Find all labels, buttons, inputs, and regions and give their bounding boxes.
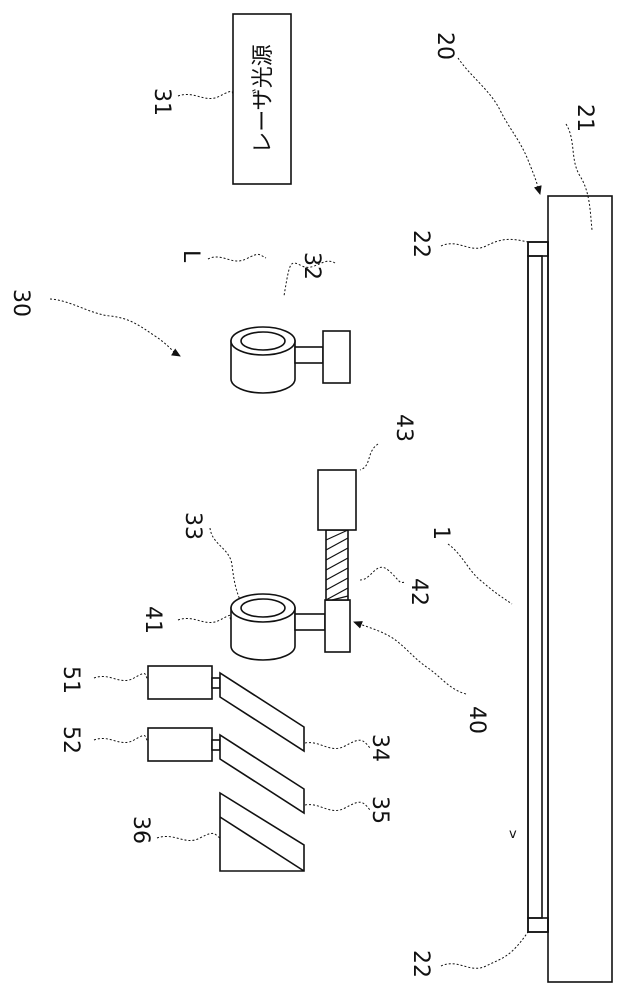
svg-text:v: v: [509, 827, 517, 842]
detector-51: [148, 666, 220, 699]
arrow-20: [458, 58, 540, 194]
label-20: 20: [432, 32, 457, 60]
label-42: 42: [406, 578, 431, 606]
label-34: 34: [367, 734, 392, 762]
label-35: 35: [367, 796, 392, 824]
film-layer: [528, 256, 542, 918]
motor-43: [318, 470, 356, 530]
label-1: 1: [428, 526, 453, 540]
label-40: 40: [464, 706, 489, 734]
laser-source-label: レーザ光源: [251, 44, 276, 154]
label-41: 41: [140, 606, 165, 634]
label-33: 33: [180, 512, 205, 540]
label-22-bottom: 22: [408, 950, 433, 978]
stage-21: [548, 196, 612, 982]
label-L: L: [178, 250, 203, 263]
label-21: 21: [572, 104, 597, 132]
label-31: 31: [149, 88, 174, 116]
arrow-40: [354, 622, 466, 694]
stage-assembly: [528, 196, 612, 982]
arrow-30: [50, 299, 180, 356]
label-52: 52: [58, 726, 83, 754]
label-43: 43: [391, 414, 416, 442]
support-22-top: [528, 242, 548, 256]
label-36: 36: [128, 816, 153, 844]
detector-52: [148, 728, 220, 761]
support-22-bottom: [528, 918, 548, 932]
label-30: 30: [8, 289, 33, 317]
beam-splitter-34: [220, 673, 304, 751]
label-22-top: 22: [408, 230, 433, 258]
optical-element-32: [231, 327, 350, 393]
optical-element-33: [231, 470, 356, 660]
label-51: 51: [58, 666, 83, 694]
slider-block: [325, 600, 350, 652]
substrate-1: [528, 242, 548, 932]
laser-source: レーザ光源: [233, 14, 291, 184]
label-32: 32: [299, 252, 324, 280]
